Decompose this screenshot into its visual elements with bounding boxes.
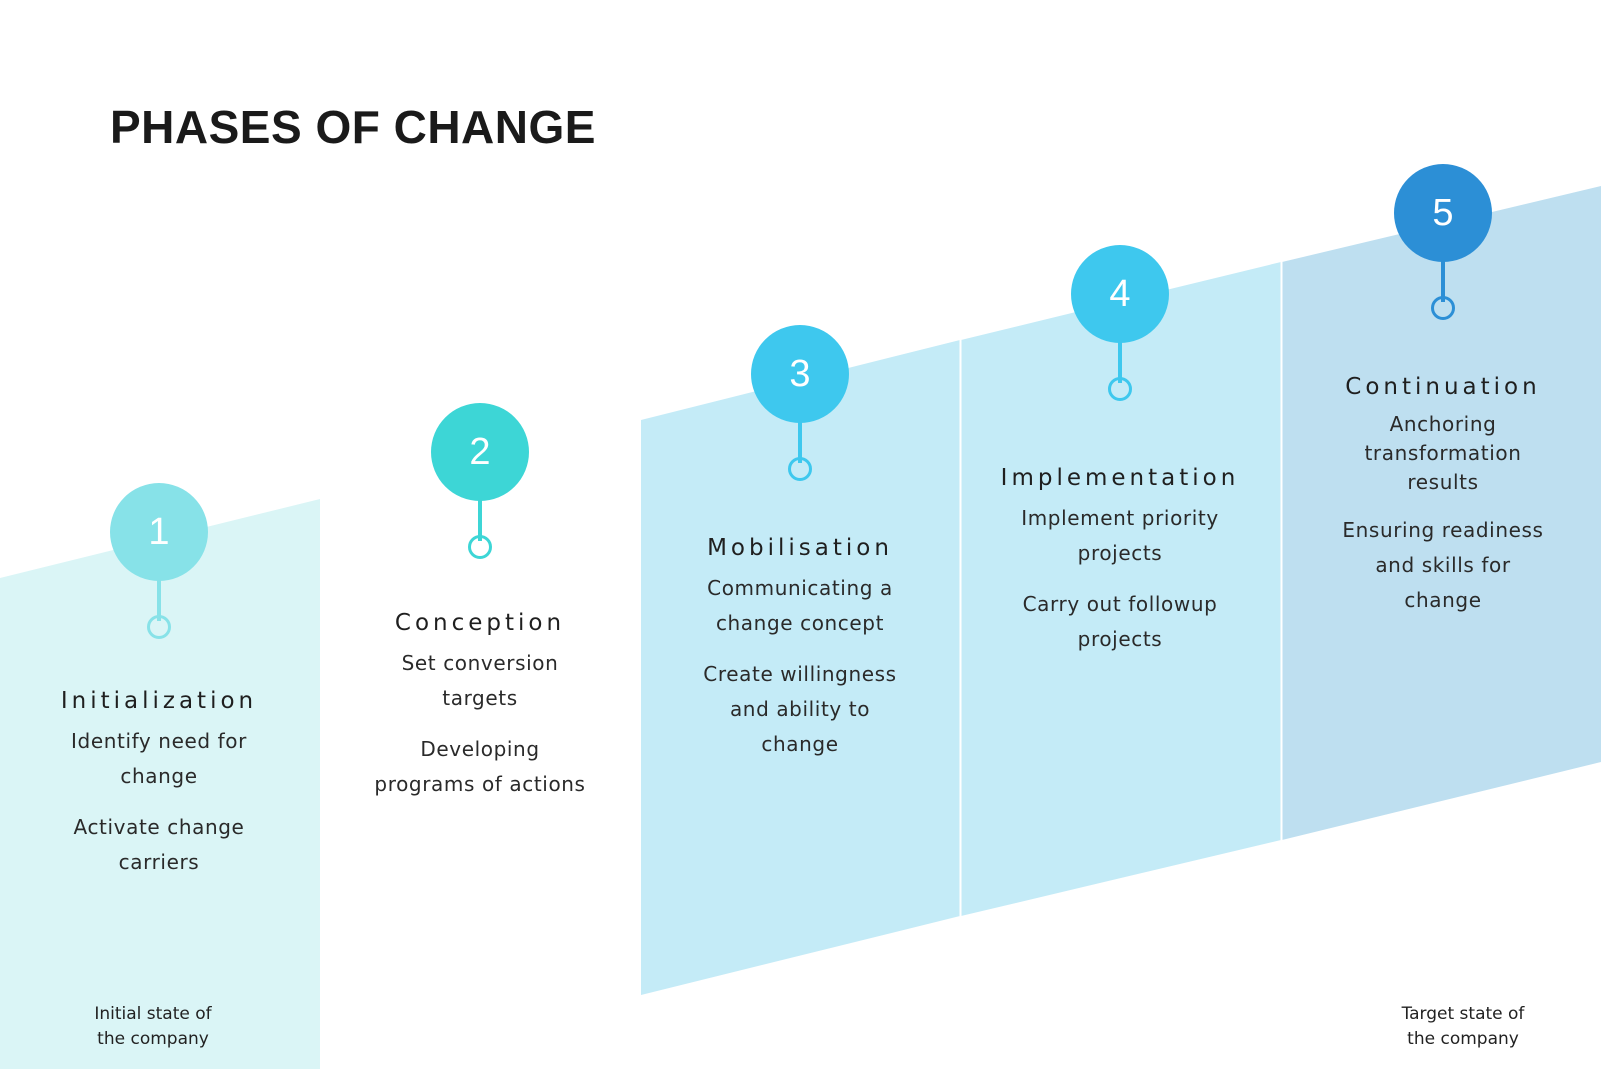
phase-marker: 5 xyxy=(1394,164,1492,324)
state-line: the company xyxy=(97,1029,209,1049)
phase-line: Anchoring xyxy=(1389,412,1497,436)
band-phase-5 xyxy=(1282,186,1601,840)
phase-number-badge: 2 xyxy=(431,403,529,501)
connector-stem xyxy=(798,421,802,463)
phase-line: change xyxy=(120,764,198,788)
phase-line: Create willingness xyxy=(703,662,897,686)
phase-name: Conception xyxy=(394,610,566,636)
phase-text: Initialization Identify need for change … xyxy=(39,688,279,880)
connector-ring xyxy=(1108,377,1132,401)
phase-line: Activate change xyxy=(73,815,245,839)
phase-line: targets xyxy=(442,686,518,710)
phase-name: Continuation xyxy=(1345,374,1541,400)
phase-line: transformation xyxy=(1364,441,1522,465)
phase-marker: 1 xyxy=(110,483,208,643)
band-phase-1 xyxy=(0,499,320,1069)
phase-number-badge: 1 xyxy=(110,483,208,581)
initial-state-label: Initial state of the company xyxy=(63,1002,243,1052)
phase-line: projects xyxy=(1077,627,1163,651)
phase-name: Initialization xyxy=(60,688,258,714)
state-line: Initial state of xyxy=(94,1004,212,1024)
phase-line: change concept xyxy=(715,611,885,635)
phase-number-badge: 4 xyxy=(1071,245,1169,343)
phase-marker: 4 xyxy=(1071,245,1169,405)
phase-line: change xyxy=(1404,588,1482,612)
phase-marker: 3 xyxy=(751,325,849,485)
phase-line: Developing xyxy=(420,737,540,761)
phase-name: Mobilisation xyxy=(707,535,893,561)
target-state-label: Target state of the company xyxy=(1373,1002,1553,1052)
connector-ring xyxy=(147,615,171,639)
connector-stem xyxy=(1118,341,1122,383)
phase-line: Ensuring readiness xyxy=(1342,518,1544,542)
phase-line: Carry out followup xyxy=(1022,592,1218,616)
phase-line: and skills for xyxy=(1375,553,1511,577)
state-line: Target state of xyxy=(1401,1004,1525,1024)
connector-stem xyxy=(478,499,482,541)
connector-ring xyxy=(1431,296,1455,320)
phase-line: Implement priority xyxy=(1021,506,1219,530)
state-line: the company xyxy=(1407,1029,1519,1049)
phase-line: results xyxy=(1407,470,1479,494)
phase-line: Identify need for xyxy=(71,729,247,753)
phase-line: projects xyxy=(1077,541,1163,565)
phase-line: carriers xyxy=(118,850,200,874)
phase-name: Implementation xyxy=(1000,465,1240,491)
phase-text: Implementation Implement priority projec… xyxy=(1000,465,1240,657)
phase-line: and ability to xyxy=(729,697,871,721)
band-phase-4 xyxy=(961,262,1281,916)
phase-text: Continuation Anchoring transformation re… xyxy=(1323,374,1563,618)
connector-stem xyxy=(157,579,161,621)
phase-number-badge: 3 xyxy=(751,325,849,423)
phase-line: programs of actions xyxy=(374,772,586,796)
connector-ring xyxy=(788,457,812,481)
phase-text: Conception Set conversion targets Develo… xyxy=(360,610,600,802)
connector-stem xyxy=(1441,260,1445,302)
phase-line: change xyxy=(761,732,839,756)
phase-number-badge: 5 xyxy=(1394,164,1492,262)
band-phase-3 xyxy=(641,340,960,995)
phase-line: Set conversion xyxy=(401,651,559,675)
phase-line: Communicating a xyxy=(707,576,893,600)
connector-ring xyxy=(468,535,492,559)
phase-text: Mobilisation Communicating a change conc… xyxy=(680,535,920,762)
page-title: PHASES OF CHANGE xyxy=(110,101,596,153)
phase-marker: 2 xyxy=(431,403,529,563)
